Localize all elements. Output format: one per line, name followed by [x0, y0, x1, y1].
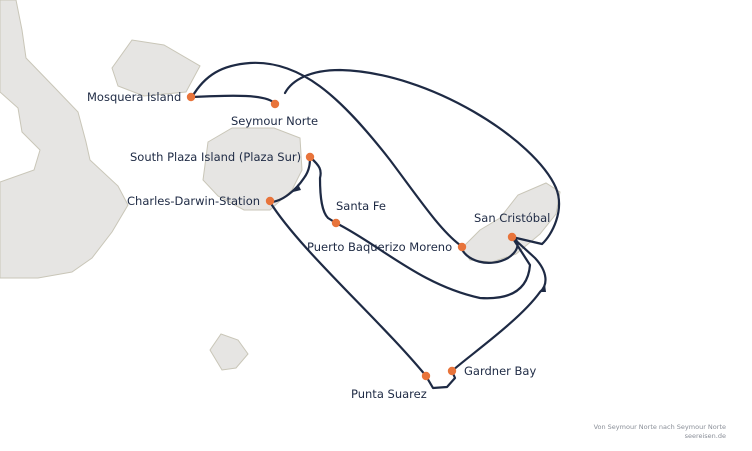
port-marker-mosquera [186, 92, 196, 102]
label-mosquera-island: Mosquera Island [87, 90, 182, 104]
port-marker-santafe [331, 218, 341, 228]
label-puerto-baquerizo-moreno: Puerto Baquerizo Moreno [307, 240, 453, 254]
island-baltra [111, 39, 201, 97]
route-direction-arrow [540, 284, 546, 292]
port-marker-suarez [421, 371, 431, 381]
label-santa-fe: Santa Fe [336, 199, 386, 213]
label-san-cristobal: San Cristóbal [474, 211, 551, 225]
route-direction-arrow [293, 184, 301, 192]
island-floreana [209, 333, 249, 371]
credit-route-text: Von Seymour Norte nach Seymour Norte [593, 423, 726, 431]
port-marker-seymour [270, 99, 280, 109]
map-credit: Von Seymour Norte nach Seymour Norte see… [594, 423, 726, 441]
cruise-route [190, 61, 561, 390]
island-isabela [0, 0, 129, 279]
port-marker-southplaza [305, 152, 315, 162]
label-south-plaza-island: South Plaza Island (Plaza Sur) [130, 150, 302, 164]
port-markers [186, 92, 517, 381]
label-punta-suarez: Punta Suarez [351, 387, 427, 401]
label-seymour-norte: Seymour Norte [231, 114, 319, 128]
port-marker-cristobal [507, 232, 517, 242]
port-marker-darwin [265, 196, 275, 206]
port-marker-gardner [447, 366, 457, 376]
island-santa-cruz [202, 127, 303, 211]
label-charles-darwin-station: Charles-Darwin-Station [127, 194, 261, 208]
label-gardner-bay: Gardner Bay [464, 364, 537, 378]
port-marker-baquerizo [457, 242, 467, 252]
credit-site-text: seereisen.de [684, 432, 726, 440]
